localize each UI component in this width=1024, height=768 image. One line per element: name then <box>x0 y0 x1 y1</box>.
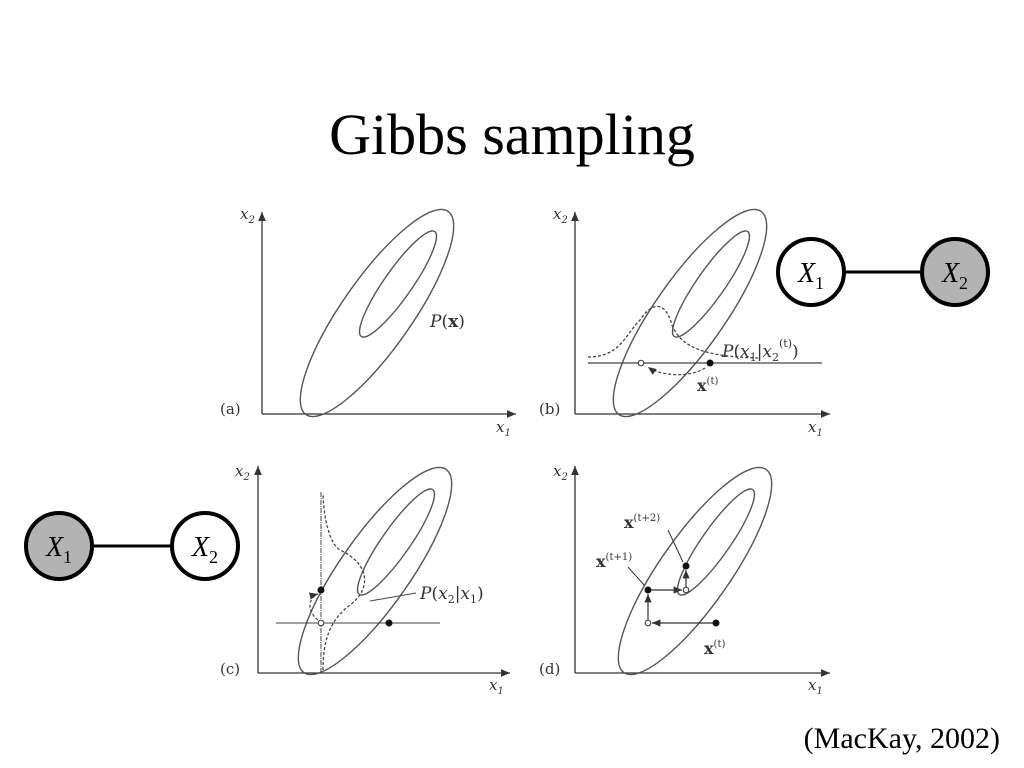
y-axis-label: x2 <box>553 462 568 483</box>
probability-contours <box>612 208 768 418</box>
graph-node-x2-observed <box>920 237 990 307</box>
current-state-point <box>385 619 393 627</box>
node-label: X1 <box>797 258 824 293</box>
panel-c: x2 x1 (c) P(x2|x1) <box>220 462 510 697</box>
graph-node-x2 <box>170 511 240 581</box>
annotation-leader <box>369 592 417 602</box>
point-label-x-t: x(t) <box>704 639 725 658</box>
graph-node-x1-observed <box>24 511 94 581</box>
point-label-x-t: x(t) <box>697 376 718 395</box>
state-point-t-plus-1 <box>644 586 652 594</box>
panel-label: (d) <box>539 660 560 678</box>
panel-b: x2 x1 (b) P(x1|x2(t)) x(t) <box>539 205 830 439</box>
new-sample-point <box>637 359 645 367</box>
graph-node-x1 <box>776 237 846 307</box>
probability-contours <box>297 466 453 676</box>
probability-contours <box>299 208 455 418</box>
point-label-x-t-plus-1: x(t+1) <box>596 552 632 571</box>
panel-label: (a) <box>220 400 241 418</box>
conditional-label: P(x1|x2(t)) <box>721 337 799 364</box>
panel-d: x2 x1 (d) x(t+2) x(t+1) x(t) <box>539 462 830 697</box>
conditional-density-curve <box>587 305 761 359</box>
inner-contour <box>358 230 438 338</box>
y-axis-label: x2 <box>553 205 568 226</box>
conditional-label: P(x2|x1) <box>419 584 484 606</box>
conditional-density-curve <box>322 494 366 671</box>
x-axis-label: x1 <box>489 676 504 697</box>
axes <box>254 466 510 677</box>
sample-arrow <box>647 366 706 376</box>
label-leaders <box>627 529 684 587</box>
graph-bottom-left: X1 X2 <box>24 511 240 581</box>
sampling-path <box>644 570 716 627</box>
panel-label: (c) <box>220 660 240 678</box>
state-point-t-plus-2 <box>682 562 690 570</box>
intermediate-point <box>682 586 690 594</box>
x-axis-label: x1 <box>496 418 511 439</box>
state-point-t <box>712 619 720 627</box>
intermediate-point <box>644 619 652 627</box>
citation: (MacKay, 2002) <box>803 722 1000 755</box>
x-axis-label: x1 <box>808 676 823 697</box>
x-axis-label: x1 <box>808 418 823 439</box>
projected-point <box>317 619 325 627</box>
slide-title: Gibbs sampling <box>329 102 695 167</box>
y-axis-label: x2 <box>240 205 255 226</box>
axes <box>571 466 830 677</box>
panel-a: x2 x1 (a) P(x) <box>220 205 516 439</box>
distribution-label: P(x) <box>429 312 465 332</box>
panel-label: (b) <box>539 400 560 418</box>
y-axis-label: x2 <box>235 462 250 483</box>
axes <box>258 212 516 418</box>
current-state-point <box>706 359 714 367</box>
new-sample-point <box>317 586 325 594</box>
point-label-x-t-plus-2: x(t+2) <box>624 513 660 532</box>
probability-contours <box>617 466 773 676</box>
outer-contour <box>299 208 455 418</box>
graph-top-right: X1 X2 <box>776 237 990 307</box>
